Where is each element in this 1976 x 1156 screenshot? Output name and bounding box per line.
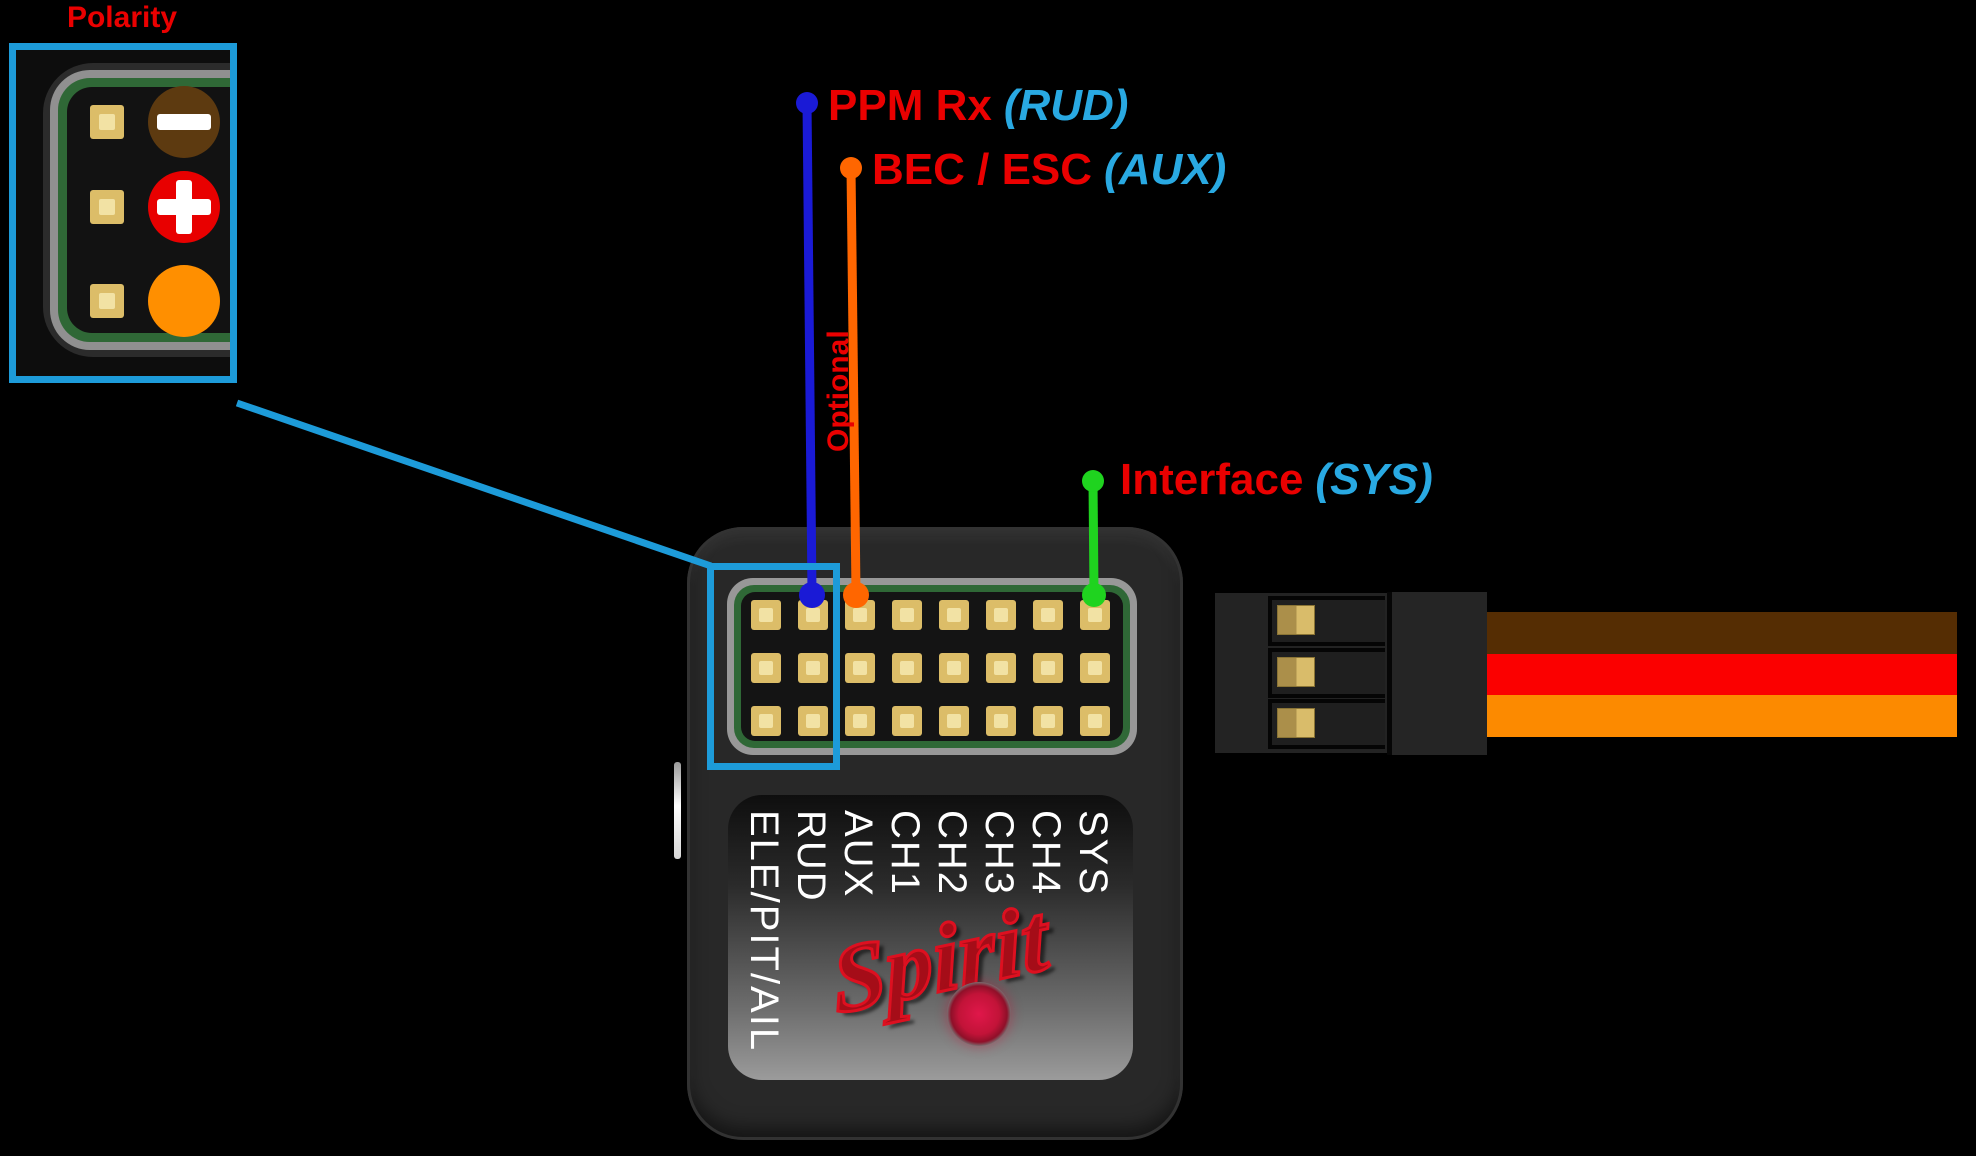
polarity-pcb-edge — [58, 78, 230, 342]
polarity-connector-rim — [50, 70, 230, 350]
header-pin — [845, 653, 875, 683]
plus-icon — [176, 180, 192, 234]
header-pin — [1033, 653, 1063, 683]
callout-label: PPM Rx — [828, 81, 992, 130]
header-pin — [751, 653, 781, 683]
polarity-pin — [90, 105, 124, 139]
servo-gold-contact — [1277, 657, 1315, 687]
callout-pin-ref: (RUD) — [1003, 81, 1129, 130]
polarity-pin — [90, 190, 124, 224]
header-pin — [798, 600, 828, 630]
ppm-rx-dot — [796, 92, 818, 114]
inset-link-line — [235, 399, 713, 570]
header-pin — [798, 706, 828, 736]
status-led — [947, 982, 1011, 1046]
servo-connector-channel — [1272, 703, 1385, 745]
header-pin — [798, 653, 828, 683]
optional-note: Optional — [822, 330, 855, 452]
callout-interface: Interface(SYS) — [1120, 456, 1433, 504]
polarity-title: Polarity — [66, 1, 178, 34]
polarity-pin — [90, 284, 124, 318]
servo-connector-slot — [1268, 699, 1385, 749]
positive-pin-icon — [148, 171, 220, 243]
interface-line — [1088, 480, 1099, 594]
negative-pin-icon — [148, 86, 220, 158]
header-pin — [986, 706, 1016, 736]
polarity-connector-body — [43, 63, 230, 357]
header-pin — [1080, 653, 1110, 683]
header-pin — [892, 706, 922, 736]
bec-esc-dot — [840, 157, 862, 179]
servo-connector-slot — [1268, 648, 1385, 698]
callout-label: BEC / ESC — [872, 145, 1093, 194]
ppm-rx-line — [802, 102, 817, 594]
servo-connector-channel — [1272, 652, 1385, 694]
bec-esc-pin-dot — [843, 582, 869, 608]
header-pin — [1080, 706, 1110, 736]
signal-pin-icon — [148, 265, 220, 337]
header-pin — [1033, 600, 1063, 630]
minus-icon — [157, 114, 211, 130]
wire-red — [1482, 654, 1957, 695]
servo-gold-contact — [1277, 708, 1315, 738]
header-pin — [986, 600, 1016, 630]
header-pin — [892, 600, 922, 630]
callout-bec-esc: BEC / ESC(AUX) — [872, 146, 1226, 194]
header-pin — [939, 600, 969, 630]
ppm-rx-pin-dot — [799, 582, 825, 608]
callout-label: Interface — [1120, 455, 1304, 504]
header-pin — [751, 706, 781, 736]
servo-connector-slot — [1268, 596, 1385, 646]
callout-ppm-rx: PPM Rx(RUD) — [828, 82, 1128, 130]
wire-orange — [1482, 695, 1957, 737]
interface-dot — [1082, 470, 1104, 492]
header-pin — [1033, 706, 1063, 736]
interface-pin-dot — [1082, 583, 1106, 607]
polarity-inset — [9, 43, 237, 383]
rud-elepitail-highlight-box — [707, 563, 840, 770]
bec-esc-line — [846, 167, 861, 594]
header-pin — [892, 653, 922, 683]
polarity-pin-area — [67, 86, 230, 337]
header-pin — [986, 653, 1016, 683]
callout-pin-ref: (SYS) — [1315, 455, 1433, 504]
servo-connector-housing — [1387, 592, 1487, 755]
servo-connector-channel — [1272, 600, 1385, 642]
header-pin — [751, 600, 781, 630]
header-pin — [845, 706, 875, 736]
callout-pin-ref: (AUX) — [1104, 145, 1227, 194]
servo-gold-contact — [1277, 605, 1315, 635]
header-pin — [939, 706, 969, 736]
header-pin — [939, 653, 969, 683]
wire-brown — [1482, 612, 1957, 654]
side-tab — [674, 762, 681, 859]
